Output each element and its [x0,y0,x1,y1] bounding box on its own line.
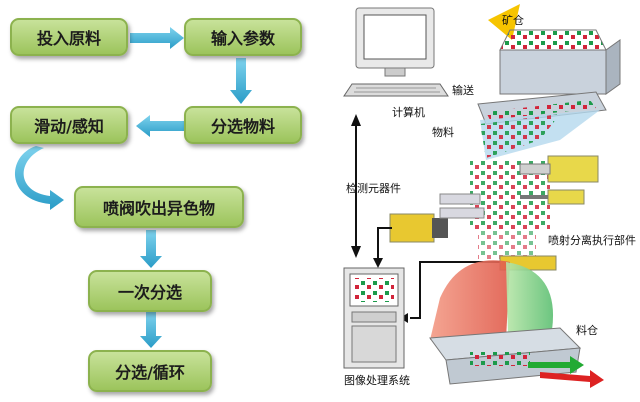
label-bin: 料仓 [576,324,598,337]
arrow-curve [15,146,64,210]
camera-right-icon [519,155,599,205]
step-eject-off-color: 喷阀吹出异色物 [74,186,244,228]
label-computer: 计算机 [392,106,425,119]
step-feed-material: 投入原料 [10,18,128,56]
hopper-icon [488,4,621,95]
red-output-arrow [540,370,604,388]
arrow-down-2 [140,230,162,268]
green-output-arrow [528,356,584,374]
step-primary-sort: 一次分选 [88,270,212,312]
camera-left-icon [389,193,485,243]
step-slide-sense: 滑动/感知 [10,106,128,144]
label-image-system: 图像处理系统 [344,374,410,387]
arrow-down-1 [230,58,252,104]
label-conveying: 输送 [452,84,474,97]
arrow-left-1 [136,115,184,137]
flowchart-arrows [15,27,252,348]
step-sort-cycle: 分选/循环 [88,350,212,392]
green-accept-stream [506,262,554,336]
label-material: 物料 [432,126,454,139]
arrow-right-1 [130,27,184,49]
step-input-parameters: 输入参数 [184,18,302,56]
red-reject-stream [430,260,510,340]
label-detector: 检测元器件 [346,182,401,195]
step-sort-material: 分选物料 [184,106,302,144]
arrow-down-3 [140,312,162,348]
image-processing-cabinet-icon [343,267,405,369]
label-ejector: 喷射分离执行部件 [548,234,636,247]
label-hopper: 矿仓 [502,14,524,27]
computer-icon [343,7,449,97]
